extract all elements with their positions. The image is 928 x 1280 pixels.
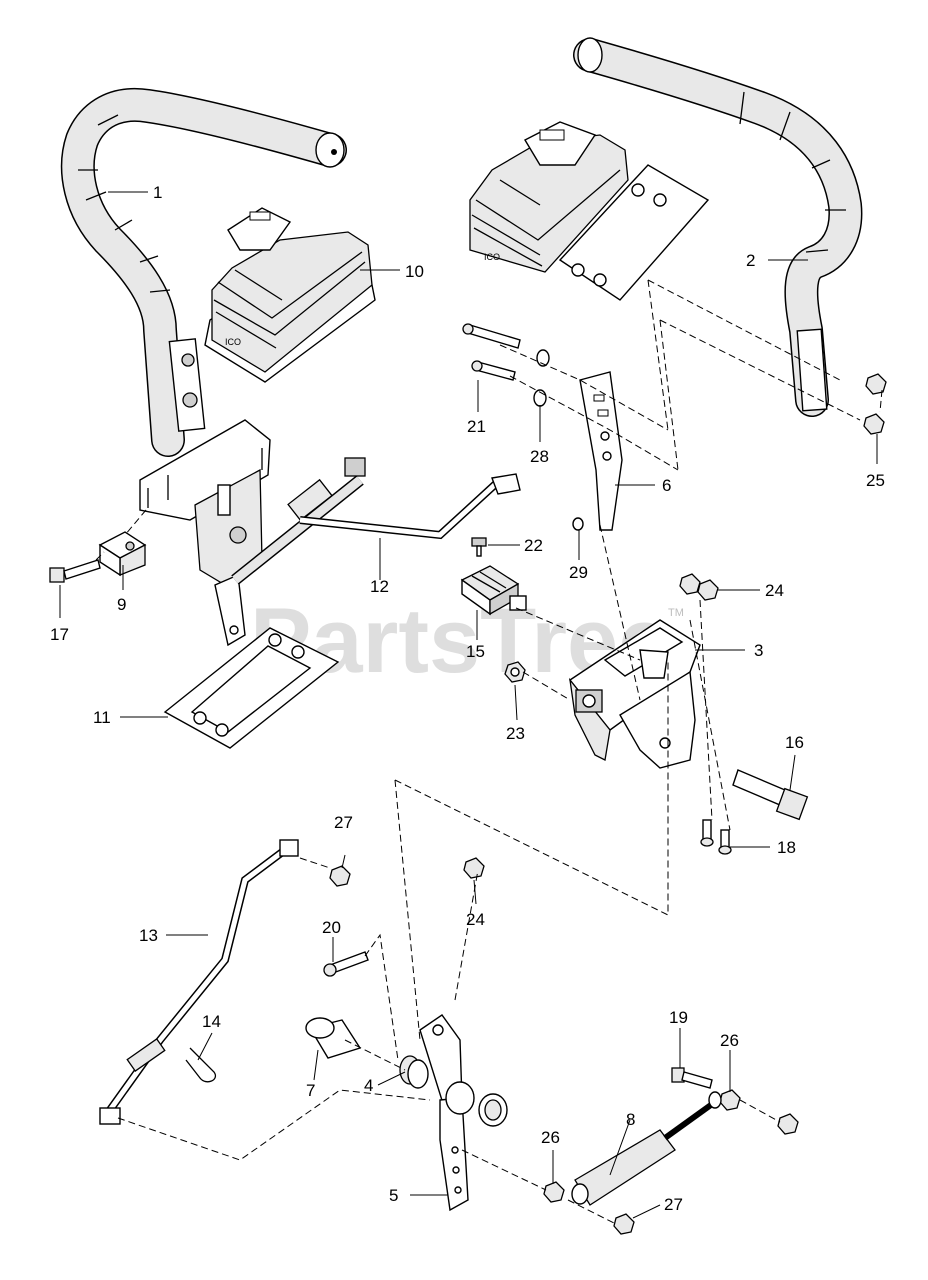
callout-15: 15	[466, 642, 485, 661]
callout-25: 25	[866, 471, 885, 490]
callout-8: 8	[626, 1110, 635, 1129]
callout-19: 19	[669, 1008, 688, 1027]
part-29-washer	[572, 517, 584, 531]
callout-27-upper: 27	[334, 813, 353, 832]
callout-29: 29	[569, 563, 588, 582]
part-21-pins	[462, 323, 521, 381]
callout-3: 3	[754, 641, 763, 660]
callout-21: 21	[467, 417, 486, 436]
left-mounting-bracket	[139, 419, 271, 647]
part-15-switch	[460, 565, 527, 616]
callout-24-upper: 24	[765, 581, 784, 600]
callout-5: 5	[389, 1186, 398, 1205]
callout-28: 28	[530, 447, 549, 466]
svg-text:ICO: ICO	[484, 252, 500, 262]
part-13-link	[99, 839, 299, 1125]
part-4-bushing	[399, 1055, 429, 1089]
part-26-nut-lower	[543, 1181, 565, 1203]
callout-6: 6	[662, 476, 671, 495]
callout-26-upper: 26	[720, 1031, 739, 1050]
right-boot-cover: ICO	[469, 121, 710, 301]
part-24-nut-lower	[463, 857, 485, 879]
right-control-handle	[573, 37, 863, 417]
part-14-clip	[185, 1047, 217, 1083]
callout-9: 9	[117, 595, 126, 614]
part-24-nuts-upper	[679, 573, 719, 601]
callout-11: 11	[93, 708, 111, 727]
part-9-block	[98, 531, 147, 577]
part-17-bolt	[49, 559, 101, 583]
part-18-screws	[700, 819, 732, 855]
part-5-lever	[419, 1014, 508, 1212]
callout-22: 22	[524, 536, 543, 555]
svg-text:ICO: ICO	[225, 337, 241, 347]
callout-27-lower: 27	[664, 1195, 683, 1214]
left-control-handle	[60, 87, 347, 457]
part-16-bolt	[732, 769, 809, 821]
part-8-gas-spring	[571, 1091, 722, 1206]
callout-2: 2	[746, 251, 755, 270]
part-6-lever-plate	[579, 371, 623, 531]
part-22-screw	[471, 537, 487, 557]
part-26-nut-upper	[719, 1089, 741, 1111]
end-nut	[777, 1113, 799, 1135]
callout-24-lower: 24	[466, 910, 485, 929]
part-27-nut-lower	[613, 1213, 635, 1235]
callout-leaders	[59, 191, 878, 1219]
watermark-trademark: TM	[668, 607, 684, 619]
part-23-nut	[504, 661, 526, 683]
part-3-main-bracket	[568, 619, 701, 769]
callout-13: 13	[139, 926, 158, 945]
callout-1: 1	[153, 183, 162, 202]
callout-16: 16	[785, 733, 804, 752]
callout-labels: 1 2 3 4 5 6 7 8 9 10 11 12 13 14 15 16 1…	[50, 183, 885, 1214]
callout-17: 17	[50, 625, 69, 644]
callout-10: 10	[405, 262, 424, 281]
part-28-washers	[533, 349, 550, 407]
callout-20: 20	[322, 918, 341, 937]
callout-7: 7	[306, 1081, 315, 1100]
part-11-gasket	[163, 627, 340, 749]
assembly-guide-lines	[95, 279, 883, 1225]
part-7-bushing	[305, 1017, 362, 1059]
callout-26-lower: 26	[541, 1128, 560, 1147]
left-boot-cover: ICO	[204, 207, 376, 383]
part-25-nuts	[863, 373, 887, 435]
callout-12: 12	[370, 577, 389, 596]
callout-23: 23	[506, 724, 525, 743]
part-12-link-rod	[231, 457, 521, 585]
part-20-pin	[323, 951, 369, 977]
part-19-bolt	[671, 1067, 713, 1089]
callout-14: 14	[202, 1012, 221, 1031]
part-27-nut-upper	[329, 865, 351, 887]
callout-18: 18	[777, 838, 796, 857]
callout-4: 4	[364, 1076, 373, 1095]
